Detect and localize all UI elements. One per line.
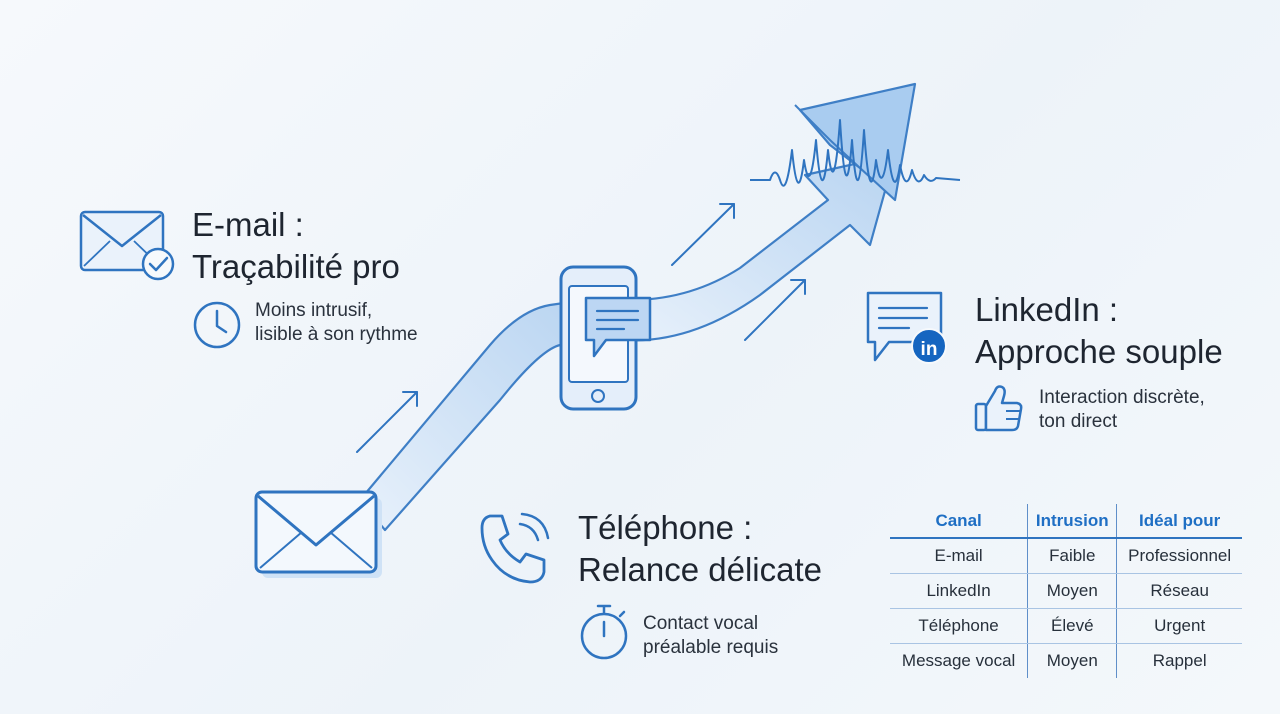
table-row: Téléphone Élevé Urgent (890, 608, 1242, 644)
table-cell: Rappel (1116, 643, 1242, 678)
envelope-check-icon (79, 210, 175, 281)
smartphone-icon (559, 265, 652, 411)
table-header-row: Canal Intrusion Idéal pour (890, 504, 1242, 539)
stopwatch-icon (580, 604, 628, 660)
linkedin-title: LinkedIn : Approche souple (975, 289, 1223, 373)
table-cell: Moyen (1027, 643, 1117, 678)
table-cell: Téléphone (890, 608, 1028, 644)
linkedin-title-line2: Approche souple (975, 333, 1223, 370)
chat-bubble-icon (584, 296, 652, 358)
table-cell: Urgent (1116, 608, 1242, 644)
table-cell: LinkedIn (890, 573, 1028, 609)
telephone-title: Téléphone : Relance délicate (578, 507, 822, 591)
email-title-line2: Traçabilité pro (192, 248, 400, 285)
table-cell: Faible (1027, 538, 1117, 574)
table-header-intrusion: Intrusion (1027, 504, 1117, 539)
table-cell: Réseau (1116, 573, 1242, 609)
table-cell: Professionnel (1116, 538, 1242, 574)
large-envelope-icon (254, 490, 382, 578)
linkedin-chat-icon (866, 291, 947, 364)
email-detail-line2: lisible à son rythme (255, 324, 418, 345)
telephone-title-line1: Téléphone : (578, 509, 753, 546)
linkedin-detail: Interaction discrète, ton direct (1039, 386, 1205, 434)
telephone-detail: Contact vocal préalable requis (643, 612, 778, 660)
table-header-ideal: Idéal pour (1116, 504, 1242, 539)
linkedin-title-line1: LinkedIn : (975, 291, 1119, 328)
telephone-detail-line1: Contact vocal (643, 613, 759, 634)
sound-wave (750, 119, 961, 187)
table-cell: Message vocal (901, 651, 1016, 670)
table-row: Message vocal Moyen Rappel (890, 643, 1242, 678)
table-cell: E-mail (890, 538, 1028, 574)
direction-arrows (356, 203, 806, 453)
table-row: E-mail Faible Professionnel (890, 538, 1242, 574)
table-header-canal: Canal (890, 504, 1028, 539)
linkedin-detail-line2: ton direct (1039, 411, 1118, 432)
telephone-detail-line2: préalable requis (643, 637, 779, 658)
email-detail-line1: Moins intrusif, (255, 300, 373, 321)
email-detail: Moins intrusif, lisible à son rythme (255, 299, 418, 347)
flow-band-upper (618, 153, 897, 342)
email-title-line1: E-mail : (192, 206, 304, 243)
table-cell: Moyen (1027, 573, 1117, 609)
table-cell: Élevé (1027, 608, 1117, 644)
phone-handset-icon (480, 512, 550, 584)
channel-comparison-table: Canal Intrusion Idéal pour E-mail Faible… (890, 504, 1242, 678)
linkedin-badge: in (920, 339, 938, 360)
table-row: LinkedIn Moyen Réseau (890, 573, 1242, 609)
thumbs-up-icon (974, 385, 1023, 432)
clock-icon (193, 301, 241, 349)
telephone-title-line2: Relance délicate (578, 551, 822, 588)
email-title: E-mail : Traçabilité pro (192, 204, 400, 288)
big-arrow-head (798, 82, 917, 202)
linkedin-detail-line1: Interaction discrète, (1039, 387, 1205, 408)
